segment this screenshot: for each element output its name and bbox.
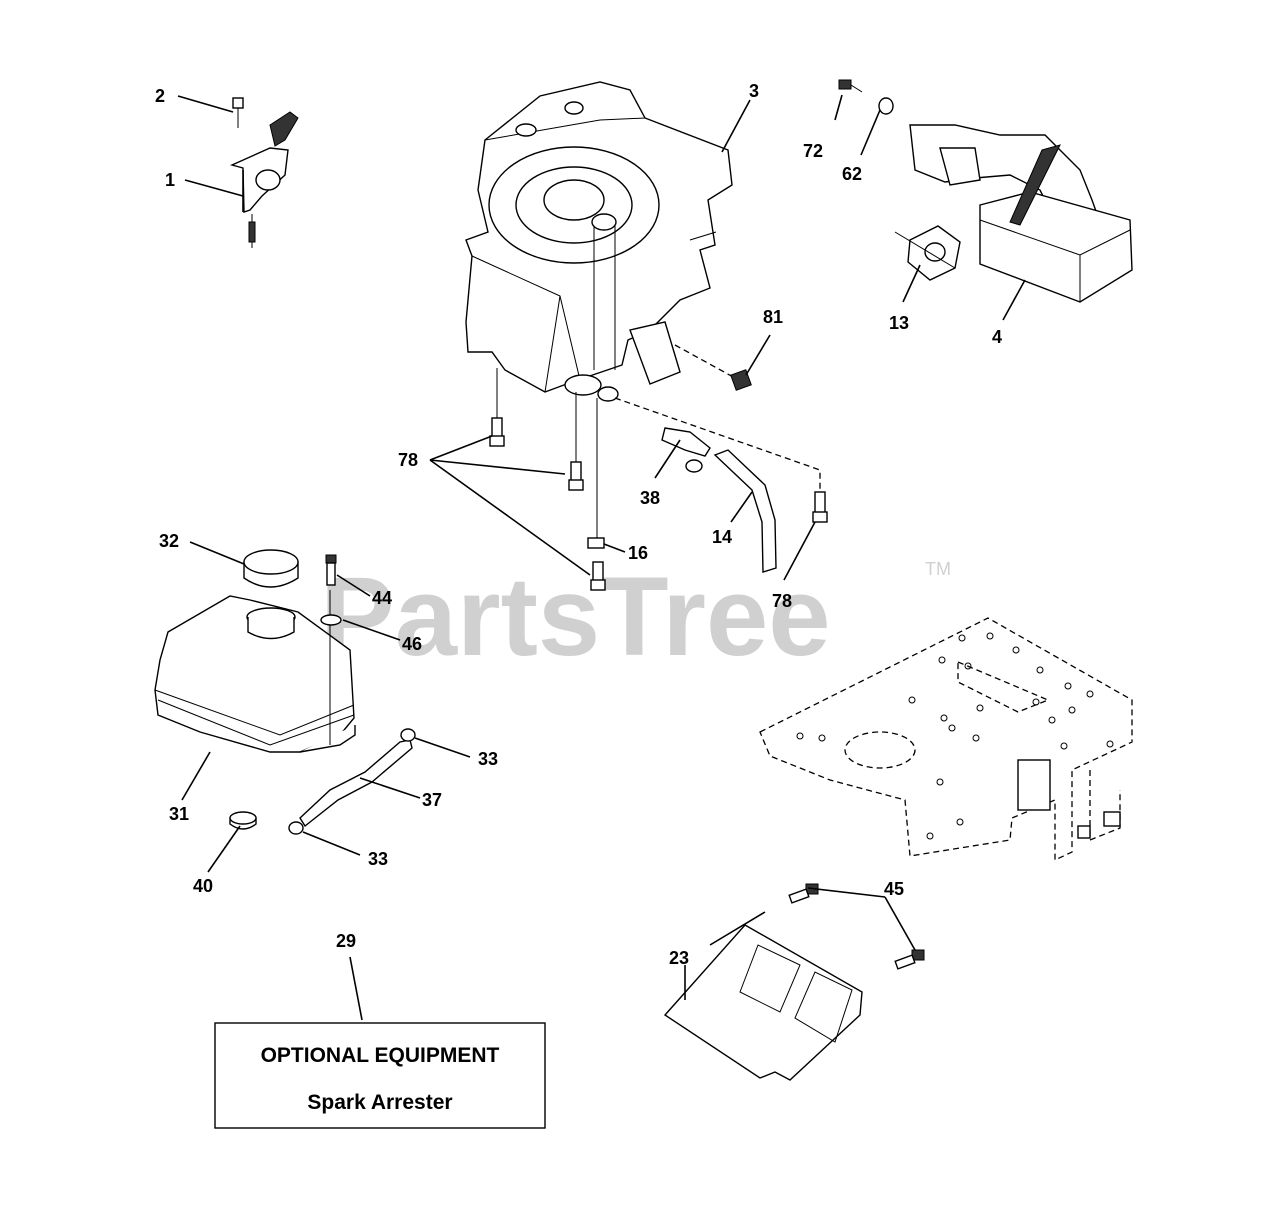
engine-illustration (465, 81, 733, 402)
callout-23: 23 (669, 948, 689, 968)
optional-equipment-frame (214, 1022, 546, 1129)
optional-equipment-subtitle: Spark Arrester (307, 1091, 452, 1114)
callout-37: 37 (422, 790, 442, 810)
heat-shield-illustration (663, 883, 925, 1081)
callout-46: 46 (402, 634, 422, 654)
callout-45: 45 (884, 879, 904, 899)
callout-81: 81 (763, 307, 783, 327)
muffler-illustration (838, 79, 1133, 303)
engine-dash-line-78 (614, 397, 821, 492)
callout-16: 16 (628, 543, 648, 563)
callout-2: 2 (155, 86, 165, 106)
callout-44: 44 (372, 588, 392, 608)
callout-32: 32 (159, 531, 179, 551)
callout-62: 62 (842, 164, 862, 184)
engine-dash-line-81 (674, 344, 736, 379)
watermark-text: PartsTree (320, 554, 831, 679)
tank-screw-illustration (320, 554, 342, 626)
fuel-filter-illustration (661, 427, 777, 573)
callout-4: 4 (992, 327, 1002, 347)
fuel-cap-illustration (243, 549, 299, 588)
callout-31: 31 (169, 804, 189, 824)
watermark-trademark: TM (925, 559, 951, 579)
optional-equipment-box: OPTIONAL EQUIPMENT Spark Arrester (214, 1022, 546, 1129)
callout-33-top: 33 (478, 749, 498, 769)
leader-lines (177, 94, 1026, 1021)
callout-14: 14 (712, 527, 732, 547)
fuel-line-illustration (229, 728, 416, 835)
callout-3: 3 (749, 81, 759, 101)
callout-labels: 2 1 3 72 62 13 4 81 78 38 14 16 78 32 44… (155, 81, 1002, 968)
callout-78-right: 78 (772, 591, 792, 611)
frame-illustration (759, 617, 1133, 862)
callout-13: 13 (889, 313, 909, 333)
callout-29: 29 (336, 931, 356, 951)
throttle-control-illustration (229, 97, 299, 248)
callout-72: 72 (803, 141, 823, 161)
bolts-78-illustration (489, 368, 828, 591)
callout-1: 1 (165, 170, 175, 190)
callout-38: 38 (640, 488, 660, 508)
callout-33-bottom: 33 (368, 849, 388, 869)
fuel-tank-illustration (154, 590, 356, 753)
optional-equipment-title: OPTIONAL EQUIPMENT (261, 1044, 500, 1067)
callout-78-left: 78 (398, 450, 418, 470)
watermark: PartsTree TM (320, 554, 951, 679)
callout-40: 40 (193, 876, 213, 896)
